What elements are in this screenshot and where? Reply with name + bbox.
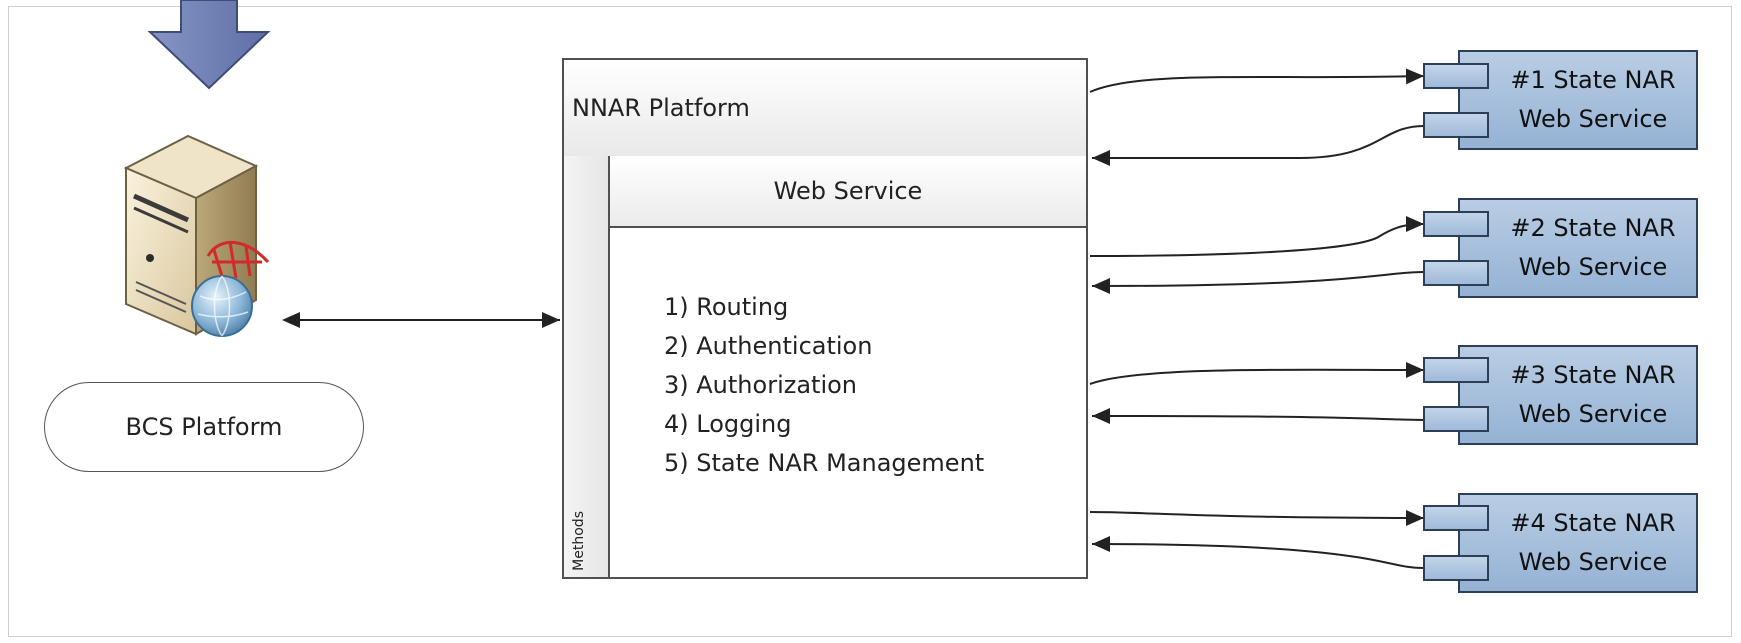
component-port-icon bbox=[1423, 112, 1489, 138]
connector-in-1 bbox=[1092, 125, 1425, 166]
connector-out-3 bbox=[1089, 361, 1425, 385]
service-name: #1 State NAR bbox=[1510, 66, 1676, 94]
service-name: #4 State NAR bbox=[1510, 509, 1676, 537]
nnar-platform-header: NNAR Platform bbox=[564, 60, 1086, 158]
connector-out-2 bbox=[1089, 216, 1425, 257]
method-item: 3) Authorization bbox=[664, 371, 858, 399]
state-nar-service-2: #2 State NAR Web Service bbox=[1458, 198, 1698, 298]
method-item: 2) Authentication bbox=[664, 332, 873, 360]
connector-out-1 bbox=[1089, 68, 1425, 93]
connector-out-4 bbox=[1089, 509, 1425, 526]
connector-in-3 bbox=[1091, 408, 1425, 425]
component-port-icon bbox=[1423, 211, 1489, 237]
nnar-platform-block: NNAR Platform Methods Web Service 1) Rou… bbox=[562, 58, 1088, 579]
web-service-title: Web Service bbox=[773, 177, 923, 205]
methods-label: Methods bbox=[571, 511, 587, 571]
connector-in-4 bbox=[1091, 536, 1425, 569]
method-item: 4) Logging bbox=[664, 410, 792, 438]
web-service-header: Web Service bbox=[610, 156, 1086, 228]
component-port-icon bbox=[1423, 63, 1489, 89]
service-type: Web Service bbox=[1518, 400, 1668, 428]
methods-strip: Methods bbox=[564, 156, 610, 577]
method-item: 1) Routing bbox=[664, 293, 789, 321]
database-server-icon bbox=[123, 134, 270, 337]
bcs-platform-node: BCS Platform bbox=[44, 382, 364, 472]
service-name: #3 State NAR bbox=[1510, 361, 1676, 389]
down-arrow-icon bbox=[147, 0, 271, 90]
service-type: Web Service bbox=[1518, 253, 1668, 281]
component-port-icon bbox=[1423, 406, 1489, 432]
state-nar-service-1: #1 State NAR Web Service bbox=[1458, 50, 1698, 150]
state-nar-service-3: #3 State NAR Web Service bbox=[1458, 345, 1698, 445]
bcs-platform-label: BCS Platform bbox=[125, 413, 283, 441]
service-type: Web Service bbox=[1518, 548, 1668, 576]
method-list: 1) Routing 2) Authentication 3) Authoriz… bbox=[664, 288, 984, 483]
service-name: #2 State NAR bbox=[1510, 214, 1676, 242]
method-item: 5) State NAR Management bbox=[664, 449, 985, 477]
state-nar-service-4: #4 State NAR Web Service bbox=[1458, 493, 1698, 593]
component-port-icon bbox=[1423, 505, 1489, 531]
nnar-platform-title: NNAR Platform bbox=[572, 94, 750, 122]
component-port-icon bbox=[1423, 260, 1489, 286]
diagram-frame bbox=[8, 6, 1732, 637]
connector-in-2 bbox=[1091, 271, 1425, 294]
component-port-icon bbox=[1423, 357, 1489, 383]
service-type: Web Service bbox=[1518, 105, 1668, 133]
component-port-icon bbox=[1423, 555, 1489, 581]
